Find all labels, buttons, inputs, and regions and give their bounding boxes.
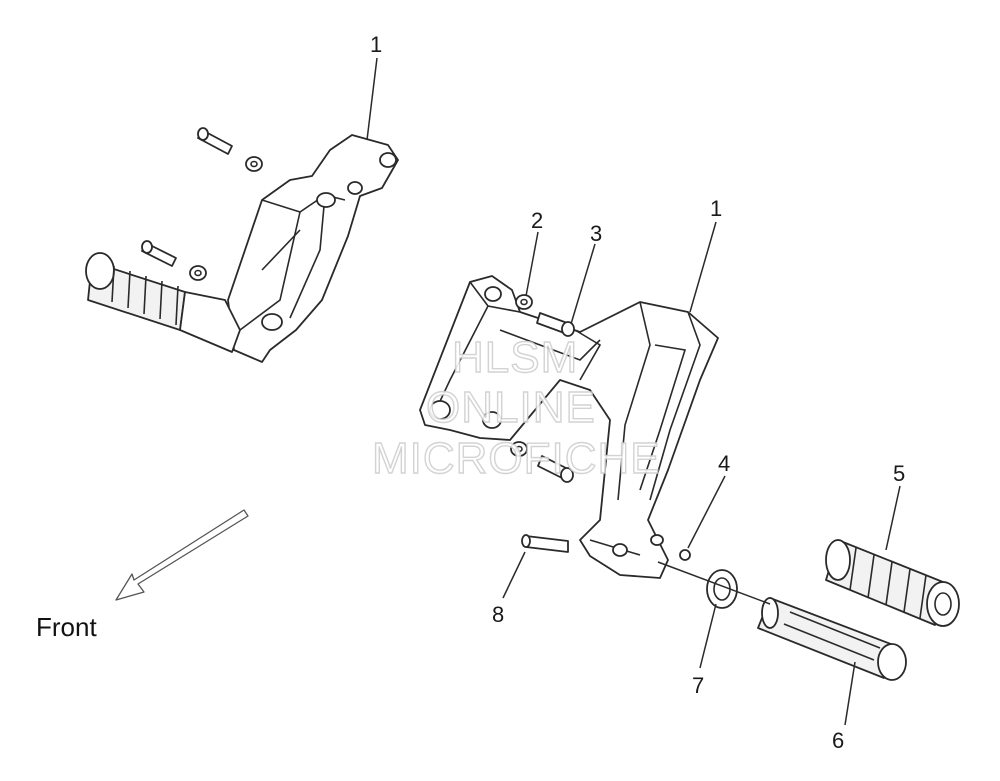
watermark-line-1: HLSM (452, 333, 578, 382)
watermark: HLSM ONLINE MICROFICHE (371, 332, 661, 483)
callout-8: 8 (492, 602, 504, 627)
callout-1-right: 1 (710, 196, 722, 221)
callout-7: 7 (692, 673, 704, 698)
left-footrest-bracket (85, 127, 399, 363)
callout-6: 6 (832, 728, 844, 753)
callout-5: 5 (893, 461, 905, 486)
front-label: Front (36, 612, 97, 642)
callout-1-left: 1 (370, 32, 382, 57)
callout-3: 3 (590, 221, 602, 246)
callout-2: 2 (531, 208, 543, 233)
right-footrest-bracket (419, 275, 960, 681)
watermark-line-2: ONLINE (426, 383, 596, 432)
front-arrow-icon (115, 509, 249, 601)
leader-lines (366, 57, 901, 726)
watermark-line-3: MICROFICHE (372, 434, 661, 483)
callout-4: 4 (718, 451, 730, 476)
